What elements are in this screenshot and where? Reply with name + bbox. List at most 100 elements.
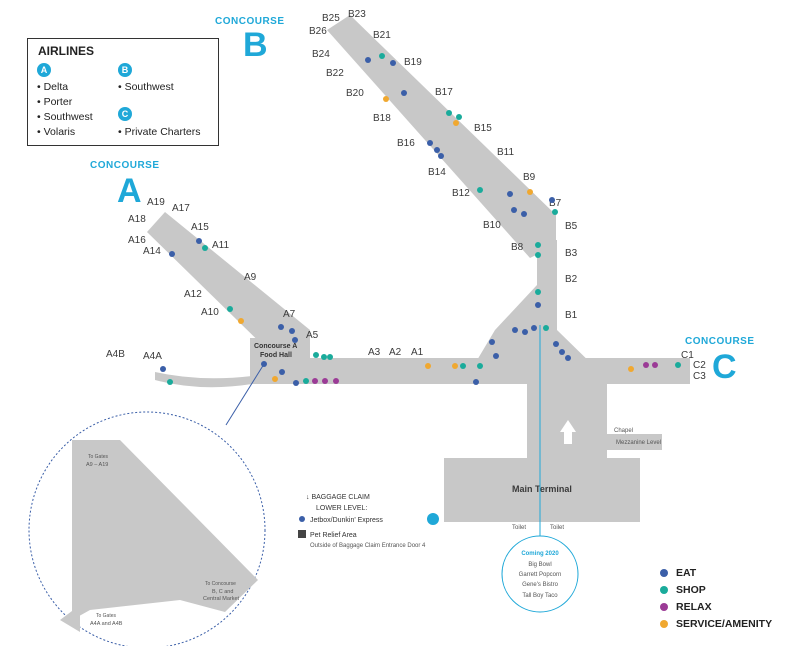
amenity-marker[interactable]	[279, 369, 285, 375]
amenity-marker[interactable]	[425, 363, 431, 369]
gate-a1[interactable]: A1	[411, 347, 424, 358]
amenity-marker[interactable]	[261, 361, 267, 367]
amenity-marker[interactable]	[453, 120, 459, 126]
amenity-marker[interactable]	[292, 337, 298, 343]
amenity-marker[interactable]	[434, 147, 440, 153]
amenity-marker[interactable]	[293, 380, 299, 386]
amenity-marker[interactable]	[452, 363, 458, 369]
amenity-marker[interactable]	[365, 57, 371, 63]
gate-a4a[interactable]: A4A	[143, 351, 162, 362]
gate-b2[interactable]: B2	[565, 274, 578, 285]
amenity-marker[interactable]	[321, 354, 327, 360]
gate-a3[interactable]: A3	[368, 347, 381, 358]
gate-b24[interactable]: B24	[312, 49, 330, 60]
gate-b19[interactable]: B19	[404, 57, 422, 68]
amenity-marker[interactable]	[512, 327, 518, 333]
amenity-marker[interactable]	[511, 207, 517, 213]
gate-a2[interactable]: A2	[389, 347, 402, 358]
amenity-marker[interactable]	[333, 378, 339, 384]
gate-a19[interactable]: A19	[147, 197, 165, 208]
amenity-marker[interactable]	[390, 60, 396, 66]
gate-b17[interactable]: B17	[435, 87, 453, 98]
gate-b18[interactable]: B18	[373, 113, 391, 124]
amenity-marker[interactable]	[289, 328, 295, 334]
gate-c2[interactable]: C2	[693, 360, 706, 371]
gate-b5[interactable]: B5	[565, 221, 578, 232]
gate-b20[interactable]: B20	[346, 88, 364, 99]
amenity-marker[interactable]	[507, 191, 513, 197]
amenity-marker[interactable]	[543, 325, 549, 331]
gate-b11[interactable]: B11	[497, 147, 514, 158]
gate-c1[interactable]: C1	[681, 350, 694, 361]
amenity-marker[interactable]	[303, 378, 309, 384]
amenity-marker[interactable]	[535, 252, 541, 258]
amenity-marker[interactable]	[456, 114, 462, 120]
amenity-marker[interactable]	[272, 376, 278, 382]
gate-b10[interactable]: B10	[483, 220, 501, 231]
gate-a16[interactable]: A16	[128, 235, 146, 246]
amenity-marker[interactable]	[493, 353, 499, 359]
amenity-marker[interactable]	[652, 362, 658, 368]
gate-b14[interactable]: B14	[428, 167, 446, 178]
gate-b26[interactable]: B26	[309, 26, 327, 37]
gate-a15[interactable]: A15	[191, 222, 209, 233]
gate-b15[interactable]: B15	[474, 123, 492, 134]
amenity-marker[interactable]	[549, 197, 555, 203]
amenity-marker[interactable]	[427, 140, 433, 146]
gate-a7[interactable]: A7	[283, 309, 296, 320]
gate-a11[interactable]: A11	[212, 240, 229, 251]
gate-b1[interactable]: B1	[565, 310, 578, 321]
amenity-marker[interactable]	[438, 153, 444, 159]
gate-a17[interactable]: A17	[172, 203, 190, 214]
gate-b16[interactable]: B16	[397, 138, 415, 149]
gate-b9[interactable]: B9	[523, 172, 536, 183]
gate-b8[interactable]: B8	[511, 242, 524, 253]
amenity-marker[interactable]	[278, 324, 284, 330]
amenity-marker[interactable]	[312, 378, 318, 384]
amenity-marker[interactable]	[553, 341, 559, 347]
amenity-marker[interactable]	[446, 110, 452, 116]
gate-b3[interactable]: B3	[565, 248, 578, 259]
amenity-marker[interactable]	[527, 189, 533, 195]
amenity-marker[interactable]	[322, 378, 328, 384]
amenity-marker[interactable]	[489, 339, 495, 345]
amenity-marker[interactable]	[401, 90, 407, 96]
gate-b22[interactable]: B22	[326, 68, 344, 79]
gate-b25[interactable]: B25	[322, 13, 340, 24]
amenity-marker[interactable]	[202, 245, 208, 251]
amenity-marker[interactable]	[477, 187, 483, 193]
gate-a5[interactable]: A5	[306, 330, 319, 341]
amenity-marker[interactable]	[383, 96, 389, 102]
gate-b21[interactable]: B21	[373, 30, 391, 41]
amenity-marker[interactable]	[227, 306, 233, 312]
amenity-marker[interactable]	[535, 289, 541, 295]
amenity-marker[interactable]	[238, 318, 244, 324]
amenity-marker[interactable]	[160, 366, 166, 372]
amenity-marker[interactable]	[477, 363, 483, 369]
amenity-marker[interactable]	[559, 349, 565, 355]
gate-a12[interactable]: A12	[184, 289, 202, 300]
gate-b23[interactable]: B23	[348, 9, 366, 20]
amenity-marker[interactable]	[628, 366, 634, 372]
amenity-marker[interactable]	[169, 251, 175, 257]
amenity-marker[interactable]	[473, 379, 479, 385]
gate-a10[interactable]: A10	[201, 307, 219, 318]
amenity-marker[interactable]	[643, 362, 649, 368]
amenity-marker[interactable]	[565, 355, 571, 361]
gate-a14[interactable]: A14	[143, 246, 161, 257]
amenity-marker[interactable]	[552, 209, 558, 215]
amenity-marker[interactable]	[535, 302, 541, 308]
amenity-marker[interactable]	[327, 354, 333, 360]
amenity-marker[interactable]	[313, 352, 319, 358]
amenity-marker[interactable]	[460, 363, 466, 369]
amenity-marker[interactable]	[521, 211, 527, 217]
amenity-marker[interactable]	[535, 242, 541, 248]
amenity-marker[interactable]	[522, 329, 528, 335]
amenity-marker[interactable]	[531, 325, 537, 331]
gate-a4b[interactable]: A4B	[106, 349, 125, 360]
gate-a9[interactable]: A9	[244, 272, 257, 283]
amenity-marker[interactable]	[167, 379, 173, 385]
amenity-marker[interactable]	[196, 238, 202, 244]
gate-c3[interactable]: C3	[693, 371, 706, 382]
amenity-marker[interactable]	[379, 53, 385, 59]
